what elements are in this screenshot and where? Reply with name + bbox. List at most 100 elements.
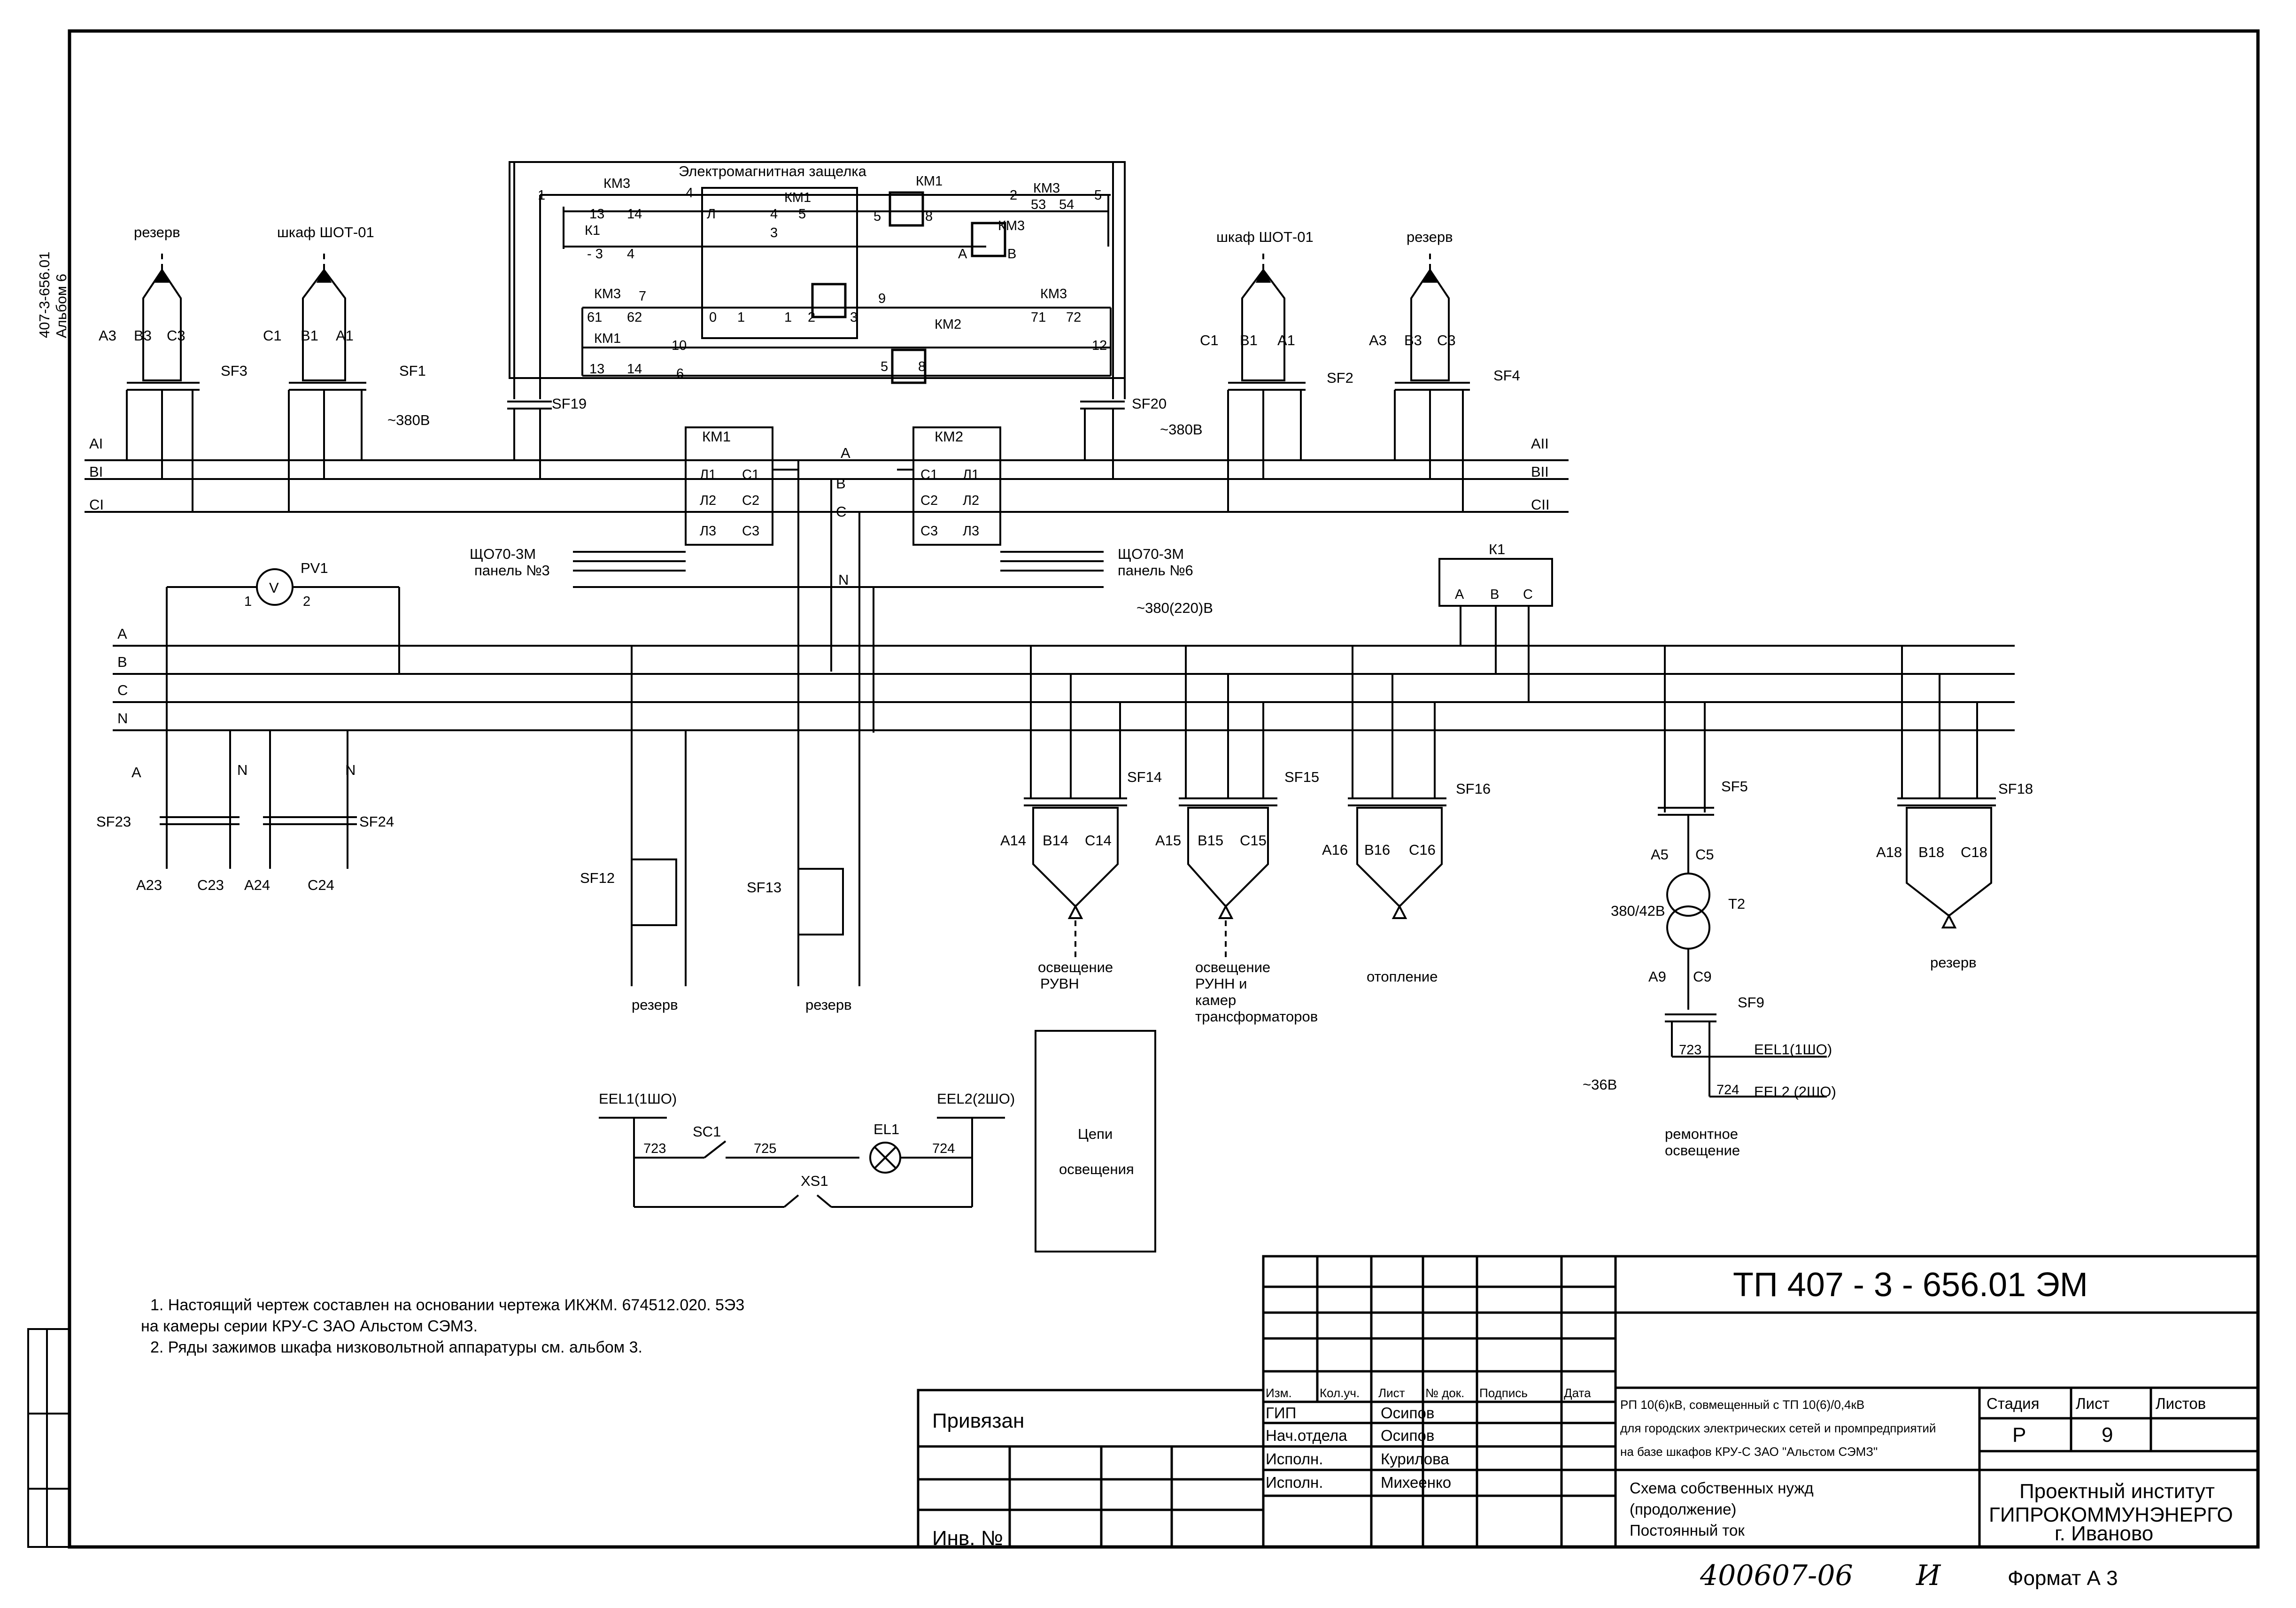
project-2: для городских электрических сетей и пром… [1620, 1421, 1936, 1435]
bus-bi: ВI [89, 464, 103, 480]
mid-b: В [836, 475, 846, 492]
n-72: 72 [1066, 310, 1081, 325]
mid-c: С [836, 503, 846, 520]
n-0: 0 [709, 310, 717, 325]
a18: А18 [1876, 844, 1902, 860]
control-circuit [509, 161, 1126, 399]
bus-b: В [117, 654, 127, 670]
bus-ai: АI [89, 435, 103, 452]
sf9-eel2: EEL2 (2ШО) [1754, 1083, 1836, 1100]
km1-coil: КМ1 [916, 174, 943, 189]
a3-left: А3 [99, 327, 116, 344]
a1-left: А1 [336, 327, 354, 344]
desc-3: Постоянный ток [1630, 1522, 1745, 1539]
text-layer: Электромагнитная защелка КМ3 КМ1 КМ1 КМ3… [96, 163, 2233, 1592]
n-9a: 9 [878, 291, 886, 306]
sf24: SF24 [359, 813, 394, 830]
sf20: SF20 [1132, 395, 1167, 412]
n-1c: 1 [784, 310, 792, 325]
km2-coil: КМ2 [935, 317, 961, 332]
reserve-right: резерв [1930, 954, 1977, 971]
km3-c: КМ3 [594, 286, 621, 302]
role-gip: ГИП [1266, 1404, 1296, 1422]
n-4b: 4 [770, 207, 778, 222]
v380-right: ~380В [1160, 421, 1203, 438]
doc-code: ТП 407 - 3 - 656.01 ЭМ [1733, 1266, 2088, 1304]
stamp-number: 400607-06 [1700, 1559, 1853, 1592]
upper-bus-labels: АI ВI СI АII ВII СII [89, 435, 1550, 513]
a15: А15 [1155, 832, 1181, 849]
c23: С23 [197, 877, 224, 893]
pv1-pin1: 1 [244, 594, 252, 609]
left-stamp-column [27, 1328, 70, 1548]
b1-left: В1 [301, 327, 318, 344]
n-13b: 13 [589, 362, 604, 377]
left-reserve: резерв [134, 224, 180, 240]
c15: С15 [1240, 832, 1267, 849]
km1-b: КМ1 [594, 331, 621, 346]
a5: А5 [1651, 846, 1669, 863]
sf15: SF15 [1284, 769, 1319, 785]
n-5c: 5 [1094, 188, 1102, 203]
sf19: SF19 [552, 395, 587, 412]
v380-220: ~380(220)В [1136, 600, 1213, 616]
org-2: ГИПРОКОММУНЭНЕРГО [1989, 1503, 2233, 1526]
sf14: SF14 [1127, 769, 1162, 785]
km2-c2: С2 [920, 493, 938, 508]
sf13: SF13 [747, 879, 781, 896]
sf9-724: 724 [1716, 1082, 1739, 1098]
right-reserve: резерв [1407, 229, 1453, 245]
name-4: Михеенко [1381, 1474, 1451, 1491]
km1-c2: С2 [742, 493, 759, 508]
lc-eel2: EEL2(2ШО) [937, 1090, 1015, 1107]
n-71: 71 [1031, 310, 1046, 325]
lc-box-2: освещения [1059, 1161, 1134, 1177]
k1-contact: К1 [585, 223, 600, 238]
org-1: Проектный институт [2019, 1480, 2215, 1503]
repair-2: освещение [1665, 1142, 1740, 1159]
n-8a: 8 [925, 209, 933, 224]
km3-d: КМ3 [1040, 286, 1067, 302]
side-stamp: 407-3-656.01 Альбом 6 [36, 252, 70, 338]
stage-header: Стадия [1987, 1395, 2040, 1412]
name-2: Осипов [1381, 1427, 1434, 1444]
sf1: SF1 [399, 363, 426, 379]
sf2: SF2 [1327, 370, 1353, 386]
stage-value: Р [2012, 1423, 2026, 1446]
a9: А9 [1648, 968, 1666, 985]
format: Формат А 3 [2008, 1567, 2118, 1590]
n-5b: 5 [874, 209, 881, 224]
c1-right: С1 [1200, 332, 1219, 348]
sf24-n: N [345, 762, 356, 778]
c18: С18 [1961, 844, 1987, 860]
n-14b: 14 [627, 362, 642, 377]
km1-c3: С3 [742, 524, 759, 539]
n-14a: 14 [627, 207, 642, 222]
mid-n: N [838, 572, 849, 588]
role-nach: Нач.отдела [1266, 1427, 1347, 1444]
pv1-v: V [269, 580, 279, 596]
runn-4: трансформаторов [1195, 1008, 1318, 1025]
bus-cii: СII [1531, 496, 1550, 513]
n-10a: 10 [672, 338, 687, 353]
desc-1: Схема собственных нужд [1630, 1479, 1814, 1497]
k1-c: С [1523, 587, 1533, 602]
b3-left: В3 [134, 327, 152, 344]
n-4c: 4 [627, 247, 634, 262]
c1-left: С1 [263, 327, 282, 344]
ratio: 380/42В [1611, 903, 1665, 919]
b1-right: В1 [1240, 332, 1258, 348]
sheet-value: 9 [2102, 1423, 2113, 1446]
km1-l3: Л3 [700, 524, 716, 539]
b14: В14 [1043, 832, 1068, 849]
lower-bus-lines [113, 645, 2015, 731]
a24: А24 [244, 877, 270, 893]
n-53: 53 [1031, 197, 1046, 212]
sf23-a: А [131, 764, 141, 781]
n-A: А [958, 247, 967, 262]
bus-a: А [117, 626, 127, 642]
upper-bus-lines [85, 459, 1569, 513]
n-1: 1 [538, 188, 545, 203]
pv1-pin2: 2 [303, 594, 310, 609]
